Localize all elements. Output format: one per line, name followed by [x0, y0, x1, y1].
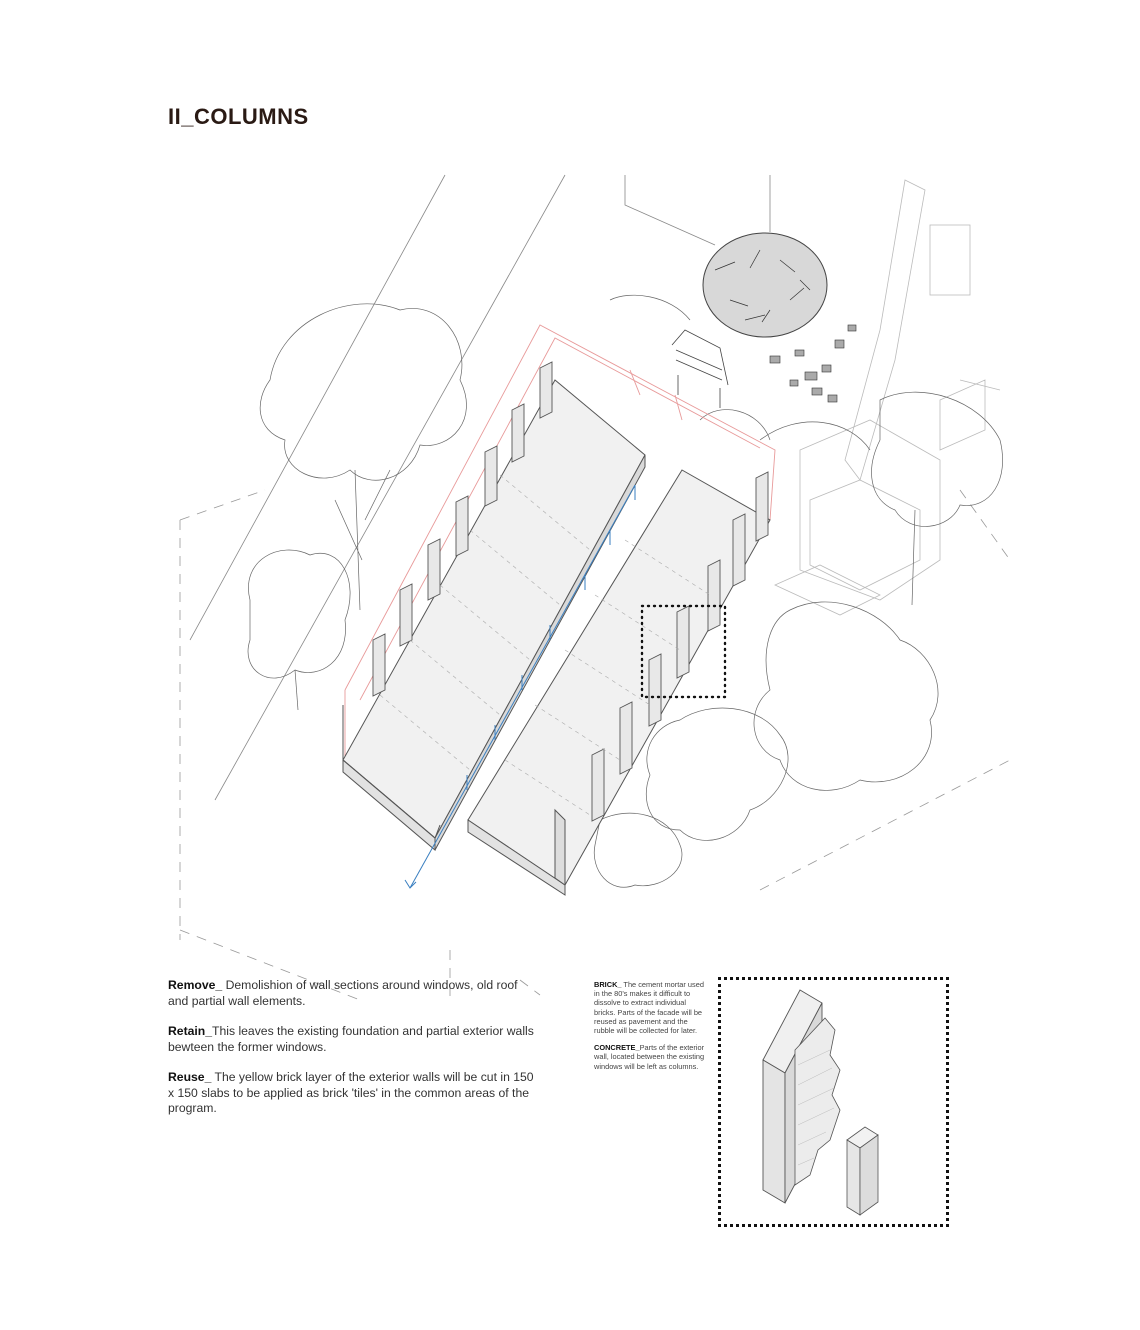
- page-title: II_COLUMNS: [168, 104, 309, 129]
- remove-paragraph: Remove_ Demolishion of wall sections aro…: [168, 978, 538, 1009]
- concrete-text: Parts of the exterior wall, located betw…: [594, 1043, 705, 1071]
- left-slab: [342, 379, 646, 852]
- demolition-description: Remove_ Demolishion of wall sections aro…: [168, 978, 538, 1132]
- detail-callout-box: [640, 604, 727, 699]
- reuse-text: The yellow brick layer of the exterior w…: [168, 1070, 534, 1115]
- concrete-term: CONCRETE_: [594, 1043, 640, 1053]
- reuse-paragraph: Reuse_ The yellow brick layer of the ext…: [168, 1070, 538, 1117]
- brick-term: BRICK_: [594, 980, 622, 989]
- brick-text: The cement mortar used in the 80's makes…: [594, 980, 704, 1036]
- wall-fragment-detail: [762, 989, 879, 1216]
- material-notes: BRICK_ The cement mortar used in the 80'…: [594, 980, 706, 1079]
- retain-text: This leaves the existing foundation and …: [168, 1024, 534, 1054]
- slab-grid: [379, 474, 711, 816]
- excavator: [774, 179, 1001, 616]
- left-columns: [372, 361, 553, 697]
- detail-frame: [718, 977, 949, 1227]
- remove-text: Demolishion of wall sections around wind…: [168, 978, 518, 1008]
- retain-paragraph: Retain_This leaves the existing foundati…: [168, 1024, 538, 1055]
- right-columns: [591, 471, 769, 822]
- brick-note: BRICK_ The cement mortar used in the 80'…: [594, 980, 706, 1035]
- remove-term: Remove_: [168, 978, 223, 992]
- reuse-term: Reuse_: [168, 1070, 212, 1084]
- vegetation: [247, 294, 1003, 888]
- site-lines: [189, 174, 771, 801]
- concrete-note: CONCRETE_Parts of the exterior wall, loc…: [594, 1043, 706, 1071]
- retain-term: Retain_: [168, 1024, 213, 1038]
- demolition-debris: [702, 232, 857, 403]
- right-slab: [467, 469, 771, 896]
- barrier: [671, 329, 729, 408]
- axis-line: [404, 484, 636, 889]
- dashed-site-outline: [179, 489, 1011, 1001]
